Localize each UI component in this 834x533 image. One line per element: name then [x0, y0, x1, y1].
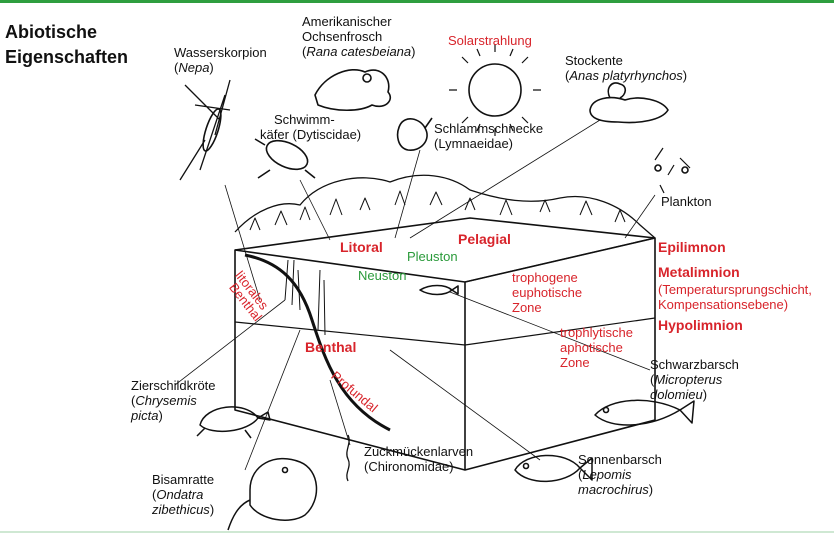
label-metalimnion-desc: (Temperatursprungschicht, Kompensationse… [658, 282, 812, 312]
lake-block-outline [234, 217, 656, 471]
painted-turtle-icon [196, 406, 271, 439]
muskrat-icon [227, 457, 318, 531]
label-neuston: Neuston [358, 268, 407, 283]
pond-snail-icon [396, 117, 433, 151]
label-pelagial: Pelagial [458, 231, 511, 247]
label-plankton: Plankton [661, 194, 712, 209]
sunfish-icon [514, 454, 593, 483]
mallard-icon [589, 82, 669, 124]
latin-rana: Rana catesbeiana [306, 44, 412, 59]
label-trophlytische-zone: trophlytische aphotische Zone [560, 325, 633, 370]
sun-rays [449, 44, 541, 136]
label-schwimmkaefer: Schwimm- käfer (Dytiscidae) [260, 112, 362, 142]
shore-trees [249, 190, 626, 231]
title-line-2: Eigenschaften [5, 47, 129, 67]
diving-beetle-icon [265, 139, 309, 171]
label-wasserskorpion: Wasserskorpion (Nepa) [174, 45, 267, 75]
label-metalimnion: Metalimnion [658, 264, 740, 280]
littoral-plants [284, 259, 326, 336]
shoreline-hills [234, 174, 656, 239]
lake-bottom-profile [244, 253, 391, 432]
latin-anas: Anas platyrhynchos [569, 68, 683, 83]
label-solarstrahlung: Solarstrahlung [448, 33, 532, 48]
leader-lines [174, 119, 656, 471]
label-litoral: Litoral [340, 239, 383, 255]
thermocline-line [234, 317, 656, 346]
plankton-icon [654, 147, 691, 194]
label-zuckmueckenlarven: Zuckmückenlarven (Chironomidae) [364, 444, 474, 474]
top-rule [0, 0, 834, 3]
label-zierschildkroete: Zierschildkröte (Chrysemis picta) [131, 378, 216, 423]
bottom-rule [0, 531, 834, 533]
sun-icon [468, 63, 522, 117]
title-line-1: Abiotische [5, 22, 98, 42]
latin-nepa: Nepa [178, 60, 210, 75]
label-epilimnon: Epilimnon [658, 239, 726, 255]
page-title: Abiotische Eigenschaften [5, 20, 128, 70]
label-hypolimnion: Hypolimnion [658, 317, 743, 333]
label-benthal: Benthal [305, 339, 357, 355]
bullfrog-icon [314, 68, 392, 112]
label-bisamratte: Bisamratte (Ondatra zibethicus) [152, 472, 215, 517]
small-fish-icon [419, 284, 459, 296]
label-schwarzbarsch: Schwarzbarsch (Micropterus dolomieu) [650, 357, 739, 402]
water-scorpion-body [202, 108, 222, 152]
water-scorpion-icon [179, 79, 231, 181]
black-bass-icon [594, 399, 695, 426]
label-trophogene-zone: trophogene euphotische Zone [512, 270, 583, 315]
label-sonnenbarsch: Sonnenbarsch (Lepomis macrochirus) [578, 452, 662, 497]
label-stockente: Stockente (Anas platyrhynchos) [565, 53, 688, 83]
label-pleuston: Pleuston [407, 249, 458, 264]
label-ochsenfrosch: Amerikanischer Ochsenfrosch (Rana catesb… [302, 14, 416, 59]
label-schlammschnecke: Schlammschnecke (Lymnaeidae) [434, 121, 544, 151]
